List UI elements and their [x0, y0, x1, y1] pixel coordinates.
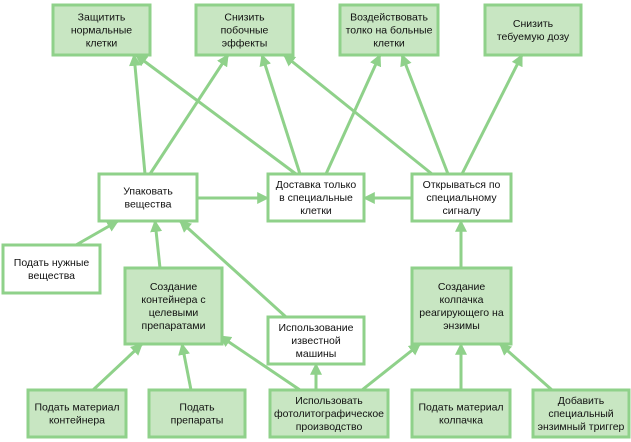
edge-deliver-to-reduce_side	[259, 53, 302, 175]
node-label-enzyme_trigger-line-1: специальный	[548, 408, 613, 420]
node-label-reduce_dose-line-0: Снизить	[513, 18, 554, 30]
node-label-reduce_dose-line-1: тебуемую дозу	[497, 31, 570, 43]
node-label-reduce_side-line-1: побочные	[221, 25, 269, 37]
node-label-pack-line-0: Упаковать	[123, 186, 173, 198]
node-label-protect-line-1: нормальные	[71, 25, 132, 37]
node-label-deliver-line-2: клетки	[300, 205, 332, 217]
node-label-cap-line-1: колпачка	[440, 294, 484, 306]
edge-supply_container-to-container	[91, 342, 144, 392]
node-label-protect-line-2: клетки	[86, 38, 118, 50]
node-label-known_machine-line-1: известной	[291, 335, 341, 347]
edge-photolitho-to-container	[219, 334, 301, 392]
node-label-supply_cap-line-0: Подать материал	[418, 402, 503, 414]
node-label-reduce_side-line-2: эффекты	[222, 38, 268, 50]
node-box-known_machine	[266, 315, 366, 366]
node-box-supply_cap	[410, 388, 512, 439]
node-label-supply_drugs-line-0: Подать	[179, 402, 215, 414]
edge-open_signal-to-reduce_side	[283, 53, 433, 176]
node-box-open_signal	[410, 172, 513, 223]
node-label-container-line-2: целевыми	[149, 307, 199, 319]
node-label-enzyme_trigger-line-2: энзимный триггер	[538, 421, 625, 433]
edge-pack-to-reduce_side	[148, 53, 230, 175]
node-label-act_sick-line-1: толко на больные	[346, 25, 433, 37]
edge-pack-to-protect	[129, 53, 147, 175]
node-box-container	[123, 266, 224, 346]
node-label-open_signal-line-1: специальному	[426, 192, 497, 204]
node-box-supply_substances	[1, 243, 102, 295]
node-box-cap	[410, 266, 513, 346]
node-box-act_sick	[338, 3, 440, 57]
node-label-supply_container-line-1: контейнера	[49, 415, 105, 427]
node-label-photolitho-line-0: Использовать	[295, 395, 363, 407]
node-label-container-line-0: Создание	[150, 281, 198, 293]
node-photolitho: Использоватьфотолитографическоепроизводс…	[268, 388, 390, 439]
edge-deliver-to-protect	[135, 53, 297, 176]
node-label-photolitho-line-2: производство	[296, 421, 363, 433]
node-label-supply_drugs-line-1: препараты	[171, 415, 224, 427]
node-box-pack	[97, 172, 199, 223]
node-box-reduce_dose	[483, 3, 583, 57]
node-box-reduce_side	[194, 3, 295, 57]
node-label-supply_substances-line-0: Подать нужные	[14, 257, 90, 269]
node-label-enzyme_trigger-line-0: Добавить	[558, 395, 605, 407]
node-box-enzyme_trigger	[531, 388, 631, 439]
node-box-protect	[51, 3, 152, 57]
edge-open_signal-to-reduce_dose	[460, 53, 524, 175]
node-label-known_machine-line-0: Использование	[278, 322, 353, 334]
node-label-reduce_side-line-0: Снизить	[224, 12, 265, 24]
node-label-supply_cap-line-1: колпачка	[439, 415, 483, 427]
node-box-supply_drugs	[147, 388, 247, 439]
node-label-pack-line-1: вещества	[124, 199, 171, 211]
node-label-act_sick-line-0: Воздействовать	[350, 12, 428, 24]
edges	[75, 53, 553, 392]
node-label-cap-line-3: энзимы	[443, 320, 480, 332]
node-label-act_sick-line-2: клетки	[373, 38, 405, 50]
node-label-supply_substances-line-1: вещества	[28, 270, 75, 282]
nodes: ЗащититьнормальныеклеткиСнизитьпобочныеэ…	[1, 3, 631, 439]
edge-open_signal-to-act_sick	[400, 53, 450, 175]
node-label-supply_container-line-0: Подать материал	[34, 402, 119, 414]
node-label-container-line-3: препаратами	[142, 320, 206, 332]
node-label-cap-line-2: реагирующего на	[419, 307, 504, 319]
node-label-protect-line-0: Защитить	[78, 12, 126, 24]
node-label-deliver-line-0: Доставка только	[276, 179, 357, 191]
node-label-photolitho-line-1: фотолитографическое	[274, 408, 384, 420]
node-label-open_signal-line-2: сигналу	[443, 205, 482, 217]
node-label-deliver-line-1: в специальные	[279, 192, 353, 204]
node-box-deliver	[266, 172, 366, 223]
node-box-supply_container	[26, 388, 128, 439]
edge-supply_drugs-to-container	[178, 342, 193, 391]
node-label-container-line-1: контейнера с	[141, 294, 205, 306]
node-label-open_signal-line-0: Открываться по	[423, 179, 501, 191]
node-label-cap-line-0: Создание	[438, 281, 486, 293]
edge-supply_substances-to-pack	[75, 219, 120, 247]
edge-photolitho-to-cap	[361, 342, 421, 392]
edge-enzyme_trigger-to-cap	[499, 342, 553, 392]
edge-container-to-pack	[150, 219, 163, 269]
node-box-photolitho	[268, 388, 390, 439]
node-label-known_machine-line-2: машины	[296, 348, 337, 360]
edge-deliver-to-act_sick	[324, 53, 382, 175]
edge-known_machine-to-pack	[178, 219, 288, 319]
